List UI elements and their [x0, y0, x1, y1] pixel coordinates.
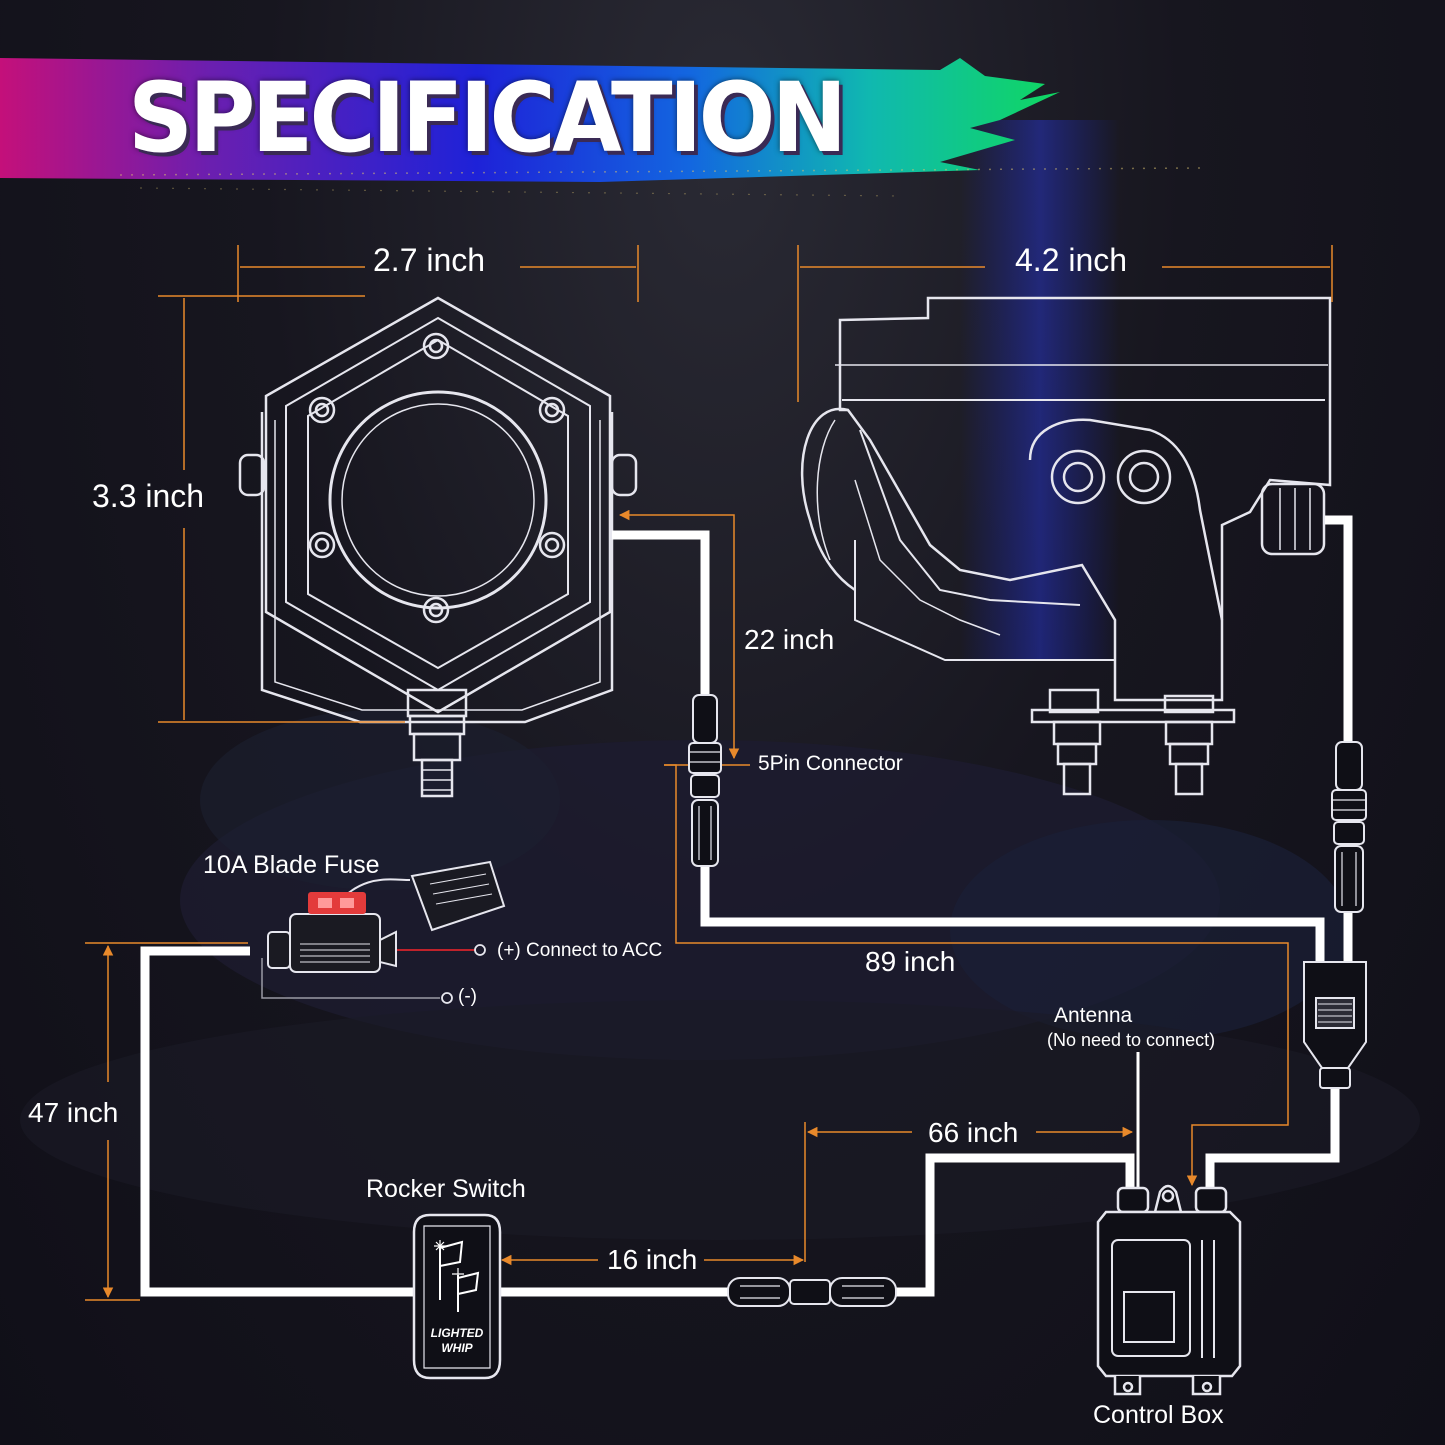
control-box — [1096, 1184, 1242, 1396]
cable-22-label: 22 inch — [744, 624, 835, 655]
antenna-note: (No need to connect) — [1047, 1030, 1216, 1050]
width-right-label: 4.2 inch — [1015, 242, 1128, 278]
y-splitter — [1303, 961, 1367, 1089]
cable-66-label: 66 inch — [928, 1117, 1019, 1148]
switch-text-whip: WHIP — [441, 1341, 473, 1355]
height-left-label: 3.3 inch — [92, 478, 205, 514]
fuse-label: 10A Blade Fuse — [203, 851, 380, 879]
width-left-label: 2.7 inch — [373, 242, 486, 278]
cable-89-label: 89 inch — [865, 946, 956, 977]
left-light-front-view — [238, 296, 638, 798]
cable-16-label: 16 inch — [607, 1244, 698, 1275]
wiring-harness — [140, 515, 1353, 1297]
title-banner — [0, 58, 1201, 197]
dimension-lines — [85, 245, 1333, 1300]
rocker-switch-label: Rocker Switch — [366, 1175, 526, 1203]
inline-connector — [727, 1277, 897, 1307]
blade-fuse-holder — [261, 860, 506, 1004]
positive-label: (+) Connect to ACC — [497, 940, 663, 961]
whip-light-icon — [434, 1240, 480, 1312]
antenna-label: Antenna — [1054, 1004, 1133, 1027]
negative-label: (-) — [458, 986, 477, 1007]
right-light-side-view — [801, 296, 1332, 796]
page-title: SPECIFICATION — [128, 62, 847, 174]
right-connector — [1331, 741, 1367, 913]
cable-47-label: 47 inch — [28, 1097, 119, 1128]
background-scene — [20, 120, 1420, 1240]
5pin-connector — [688, 694, 722, 867]
connector-label: 5Pin Connector — [758, 752, 903, 775]
control-box-label: Control Box — [1093, 1401, 1224, 1429]
switch-text-lighted: LIGHTED — [430, 1326, 484, 1340]
